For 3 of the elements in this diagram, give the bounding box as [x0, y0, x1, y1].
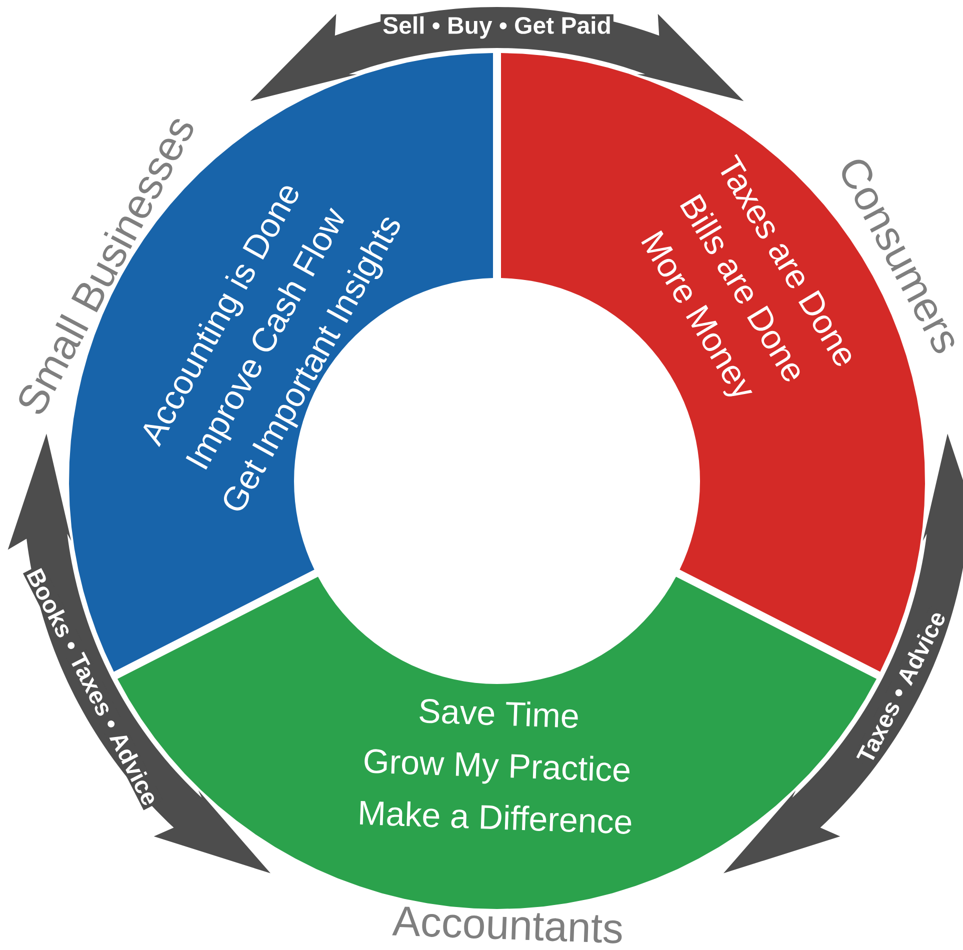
segment-text: Save Time Grow My Practice Make a Difference	[360, 699, 632, 834]
edge-label: Sell • Buy • Get Paid	[380, 14, 614, 41]
group-label: Accountants	[392, 906, 622, 944]
